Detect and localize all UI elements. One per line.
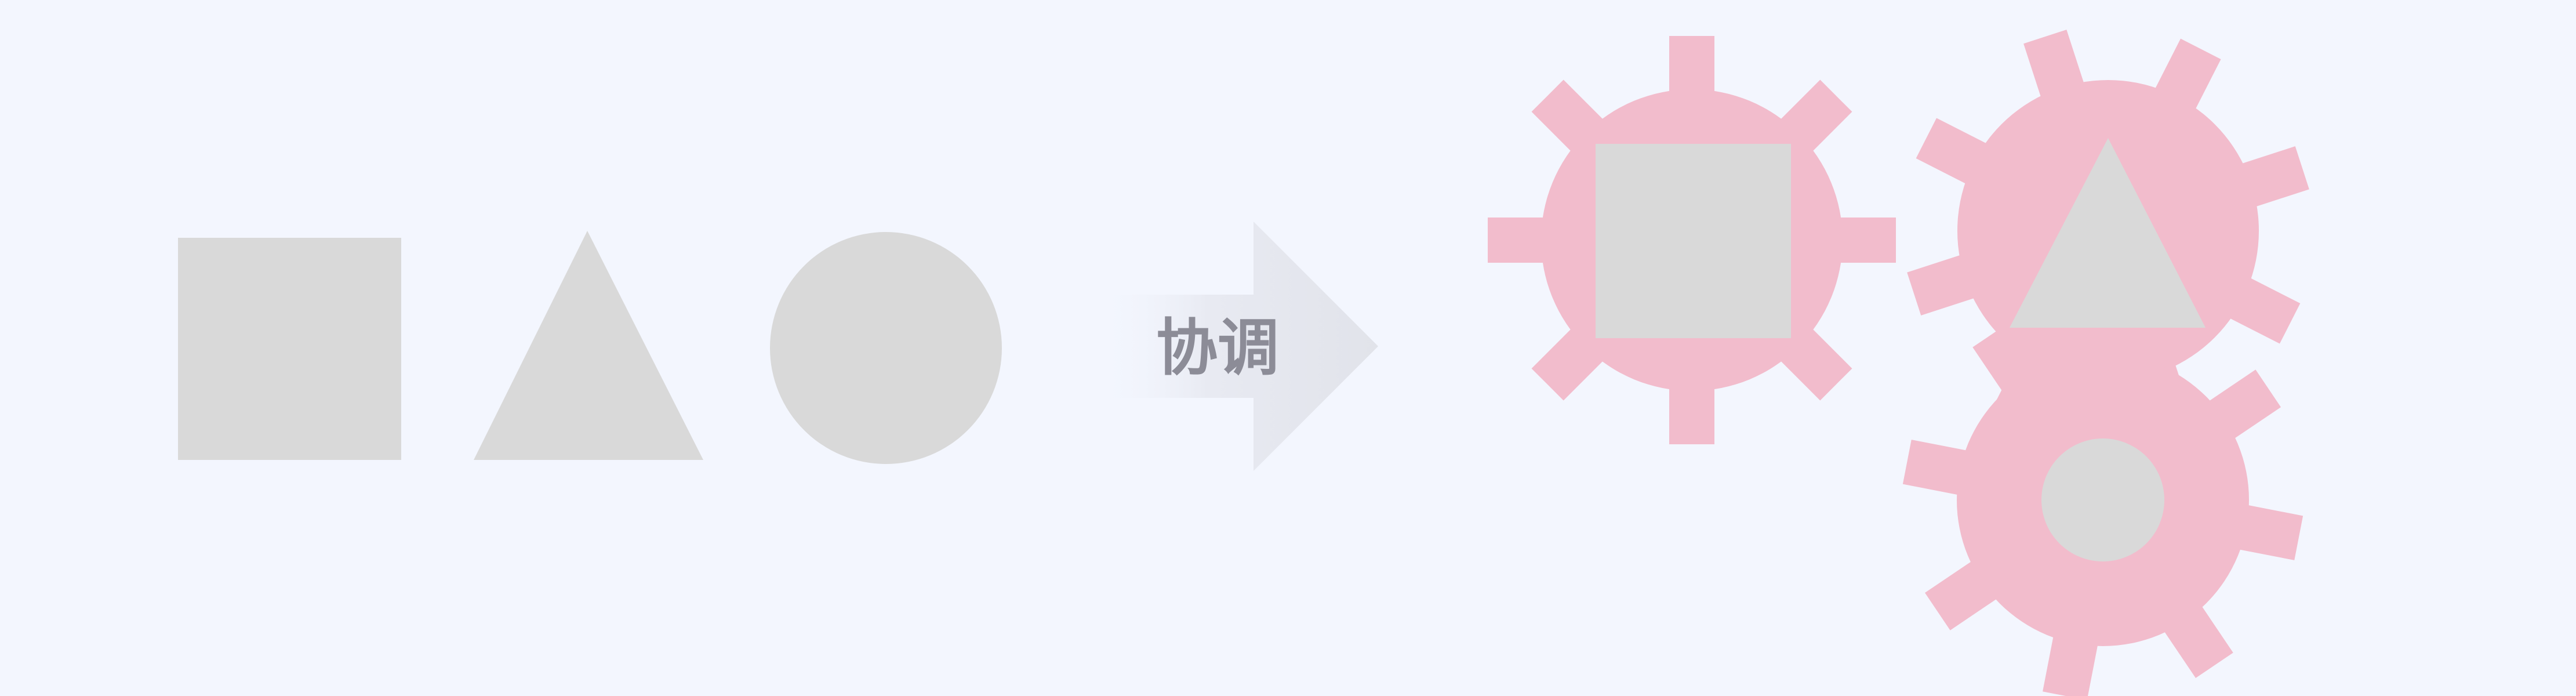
gear-tooth xyxy=(1916,118,2005,193)
triangle-shape xyxy=(2010,138,2206,328)
gear-tooth xyxy=(2219,501,2303,560)
gear-tooth xyxy=(1925,550,2014,630)
gear-tooth xyxy=(1972,322,2053,411)
gear-tooth xyxy=(2192,369,2281,450)
gear-tooth xyxy=(2043,616,2102,696)
arrow-label: 协调 xyxy=(1156,313,1279,384)
gear-tooth xyxy=(1907,248,1994,316)
gear-tooth xyxy=(2146,38,2221,128)
arrow-icon xyxy=(1095,222,1378,471)
gear-tooth xyxy=(1488,217,1564,263)
square-shape xyxy=(1596,144,1791,338)
circle-shape xyxy=(2041,438,2164,561)
gear-tooth xyxy=(1819,217,1896,263)
gear-tooth xyxy=(2023,30,2091,117)
right-arrow: 协调 xyxy=(1095,222,1378,471)
gear-tooth xyxy=(2211,269,2301,344)
gear-tooth xyxy=(1669,368,1714,444)
gear-tooth xyxy=(2153,589,2233,678)
square-shape xyxy=(178,238,401,460)
gear-tooth xyxy=(2222,146,2309,213)
triangle-shape xyxy=(474,231,703,460)
circle-shape xyxy=(770,232,1002,464)
gear-tooth xyxy=(1669,36,1714,113)
gear-tooth xyxy=(1902,440,1987,499)
